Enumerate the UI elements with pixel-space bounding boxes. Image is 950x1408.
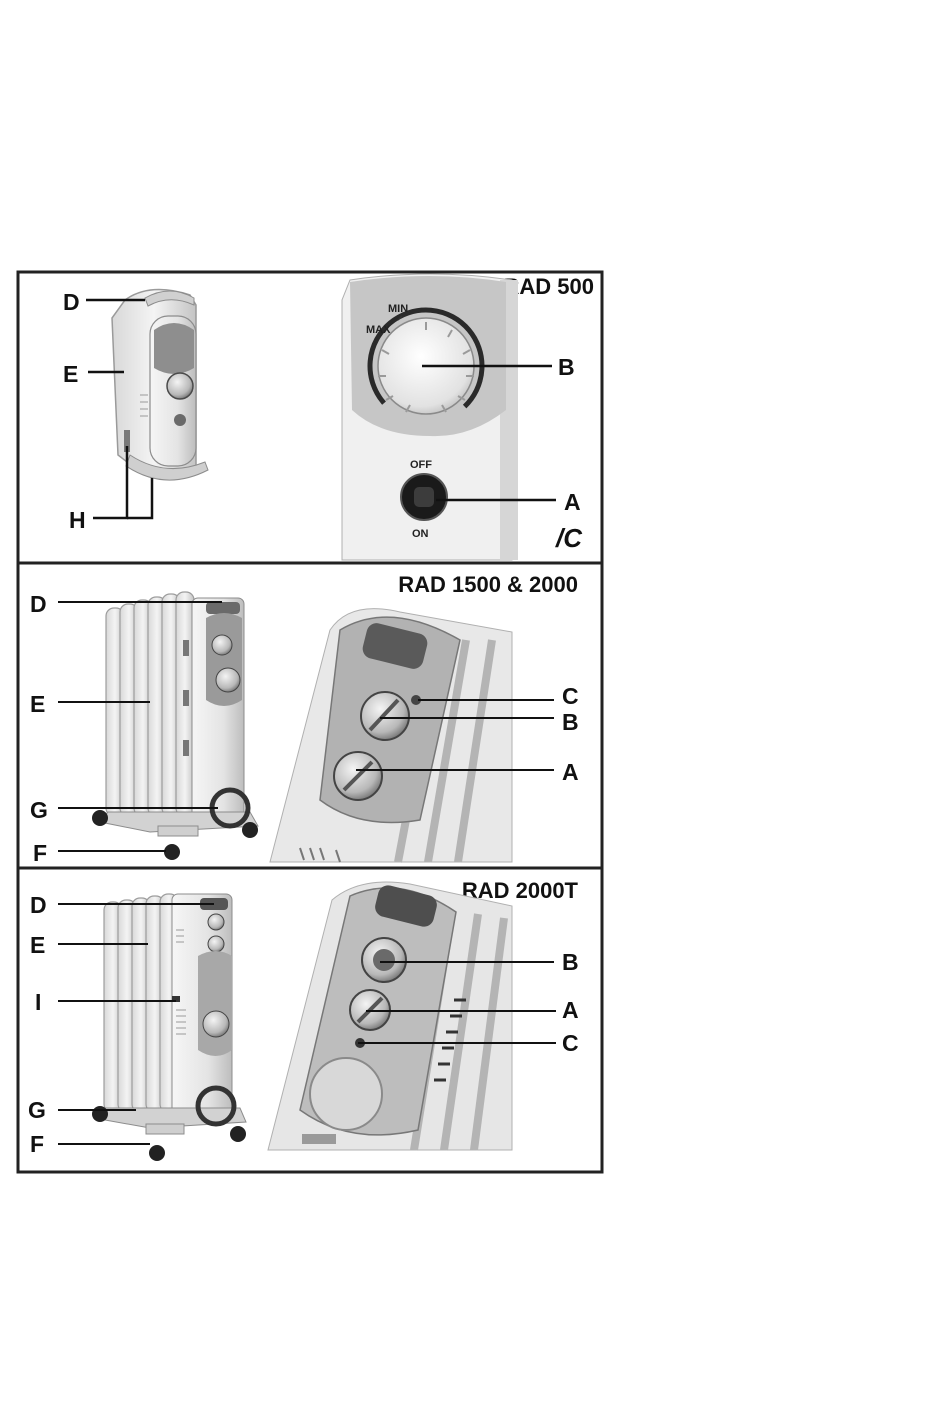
- label-a: A: [562, 997, 579, 1023]
- label-g: G: [28, 1097, 46, 1123]
- label-c: C: [562, 1030, 579, 1056]
- label-g: G: [30, 797, 48, 823]
- rad1500-heater-illustration: [92, 592, 258, 860]
- label-d: D: [63, 289, 80, 315]
- label-b: B: [562, 949, 579, 975]
- switch-off-text: OFF: [410, 459, 432, 471]
- model-title: RAD 1500 & 2000: [398, 572, 578, 597]
- label-e: E: [30, 932, 45, 958]
- dial-min-text: MIN: [388, 303, 408, 315]
- label-h: H: [69, 507, 86, 533]
- label-f: F: [30, 1131, 44, 1157]
- label-a: A: [564, 489, 581, 515]
- label-d: D: [30, 591, 47, 617]
- rad500-control-panel: MIN MAX OFF ON: [342, 274, 518, 560]
- dial-max-text: MAX: [366, 324, 391, 336]
- label-e: E: [30, 691, 45, 717]
- rad2000t-heater-illustration: [92, 894, 246, 1161]
- label-d: D: [30, 892, 47, 918]
- rad2000t-control-closeup: [268, 882, 512, 1150]
- panel-rad-500: RAD 500 D E H: [63, 274, 594, 560]
- corner-mark: /C: [555, 523, 583, 553]
- panel-rad-2000t: RAD 2000T: [28, 878, 579, 1161]
- label-a: A: [562, 759, 579, 785]
- label-b: B: [562, 709, 579, 735]
- panel-rad-1500-2000: RAD 1500 & 2000: [30, 572, 579, 866]
- label-e: E: [63, 361, 78, 387]
- rad1500-control-closeup: [270, 609, 512, 862]
- timer-dial: [310, 1058, 382, 1130]
- label-i: I: [35, 989, 41, 1015]
- switch-on-text: ON: [412, 528, 429, 540]
- label-c: C: [562, 683, 579, 709]
- label-f: F: [33, 840, 47, 866]
- label-b: B: [558, 354, 575, 380]
